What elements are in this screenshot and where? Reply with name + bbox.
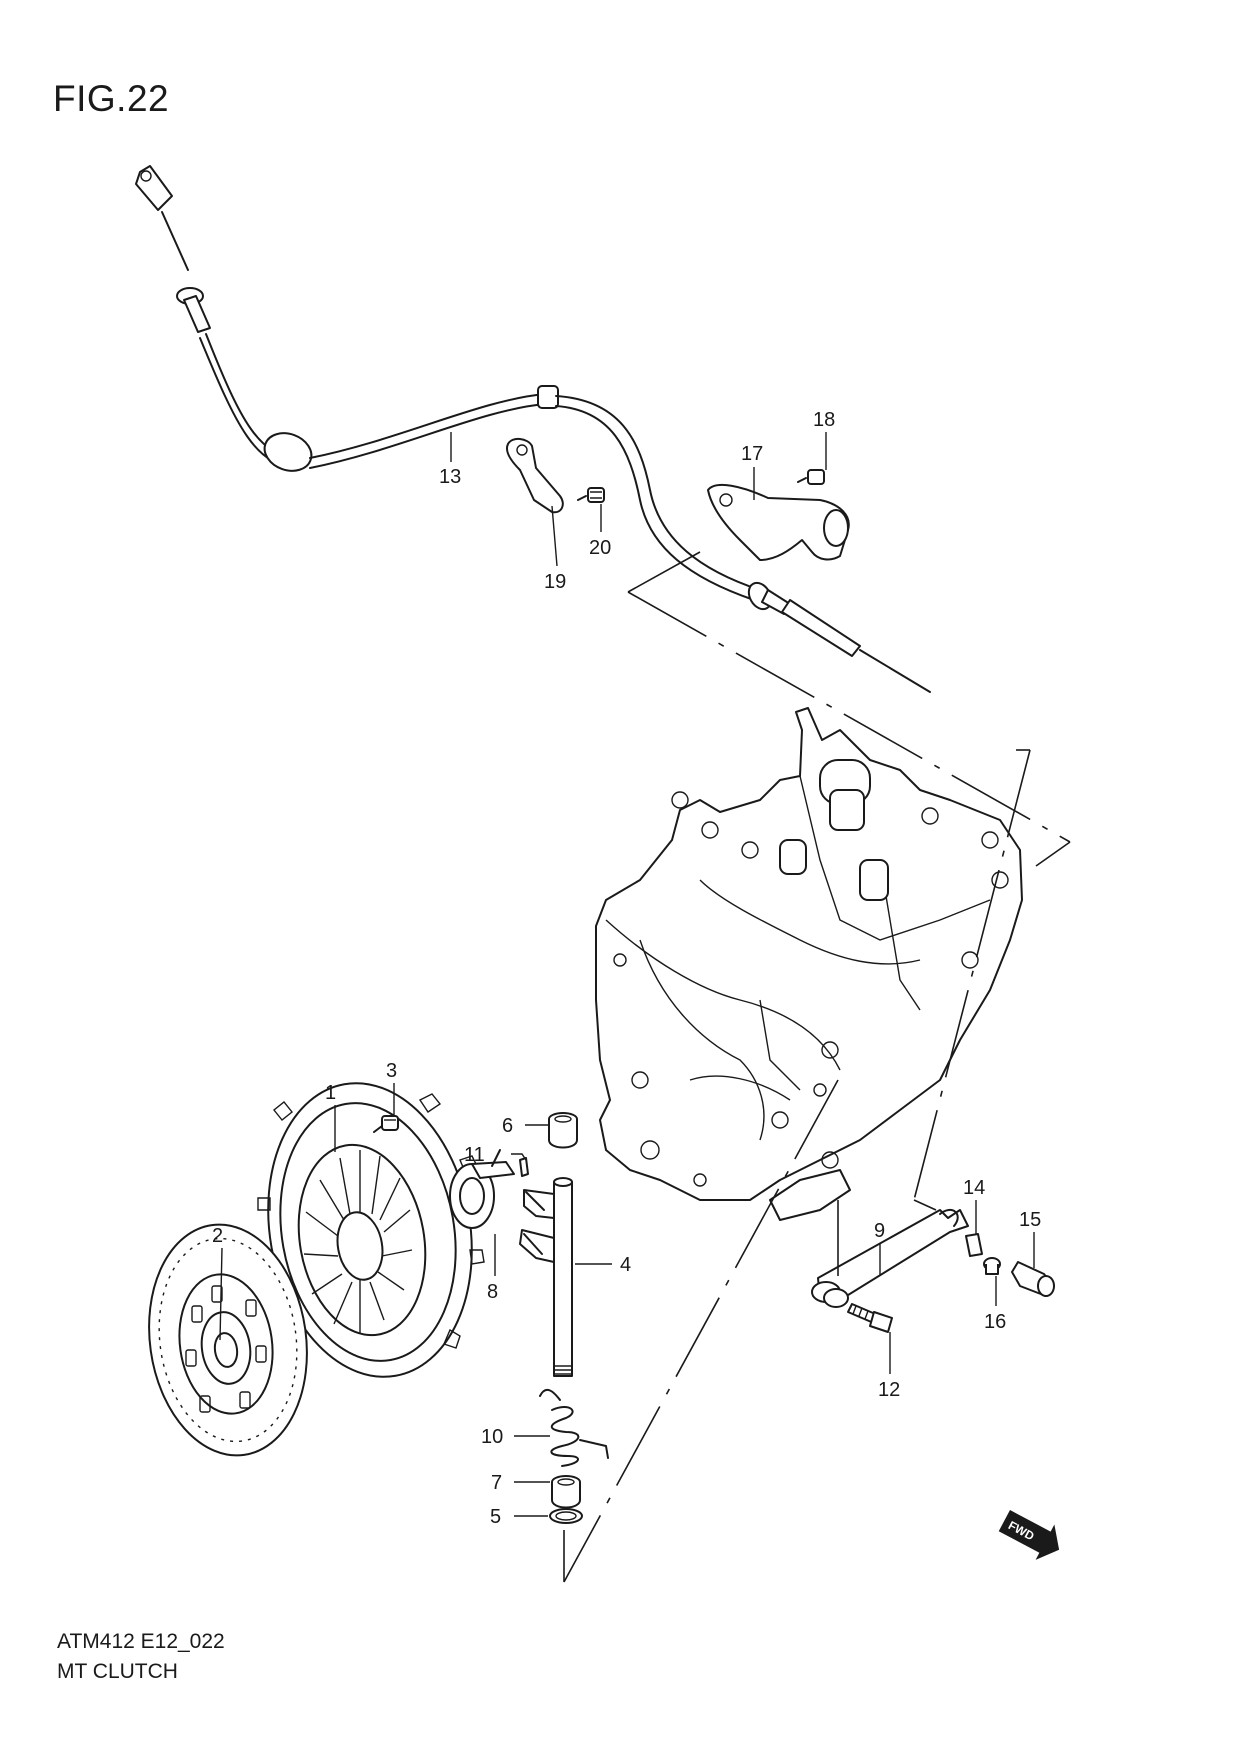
callout-2: 2 [212, 1225, 223, 1247]
bushing-14 [965, 1233, 983, 1257]
pin-11 [519, 1157, 529, 1177]
release-bearing [449, 1149, 515, 1229]
callout-5: 5 [490, 1506, 501, 1528]
callout-11: 11 [464, 1144, 485, 1166]
cable-bracket [506, 438, 564, 514]
fwd-arrow-icon [998, 1510, 1060, 1560]
return-spring [539, 1388, 609, 1467]
bolt-20 [577, 487, 605, 503]
callout-12: 12 [878, 1379, 900, 1401]
callout-4: 4 [620, 1254, 631, 1276]
leader-lines [219, 432, 1035, 1517]
callout-13: 13 [439, 466, 461, 488]
bushing-6 [548, 1112, 578, 1149]
callout-19: 19 [544, 571, 566, 593]
damper-15 [1011, 1261, 1055, 1297]
pressure-plate [257, 1082, 485, 1378]
release-shaft [519, 1177, 573, 1377]
bolt-3 [373, 1115, 399, 1133]
pivot-16 [983, 1257, 1001, 1275]
bolt-18 [797, 469, 825, 485]
callout-18: 18 [813, 409, 835, 431]
callout-7: 7 [491, 1472, 502, 1494]
callout-14: 14 [963, 1177, 985, 1199]
callout-15: 15 [1019, 1209, 1041, 1231]
drawing-name: MT CLUTCH [57, 1660, 178, 1683]
callout-6: 6 [502, 1115, 513, 1137]
clutch-disc [148, 1223, 308, 1457]
callout-20: 20 [589, 537, 611, 559]
cable-clamp-bracket [707, 483, 850, 561]
callout-16: 16 [984, 1311, 1006, 1333]
oil-seal [549, 1508, 583, 1524]
drawing-code: ATM412 E12_022 [57, 1630, 225, 1653]
callout-8: 8 [487, 1281, 498, 1303]
bolt-12 [847, 1303, 893, 1333]
fwd-arrow-badge: FWD [998, 1510, 1060, 1560]
callout-10: 10 [481, 1426, 503, 1448]
bushing-7 [551, 1475, 581, 1509]
callouts: 1 2 3 4 5 6 7 8 9 10 11 12 13 14 15 16 1… [212, 409, 1041, 1528]
callout-17: 17 [741, 443, 763, 465]
callout-1: 1 [325, 1082, 336, 1104]
callout-9: 9 [874, 1220, 885, 1242]
figure-title: FIG.22 [53, 78, 170, 119]
transmission-case [595, 707, 1023, 1221]
release-arm [811, 1208, 969, 1308]
clutch-cable [135, 165, 931, 693]
assembly-lines [563, 551, 1071, 1583]
callout-3: 3 [386, 1060, 397, 1082]
